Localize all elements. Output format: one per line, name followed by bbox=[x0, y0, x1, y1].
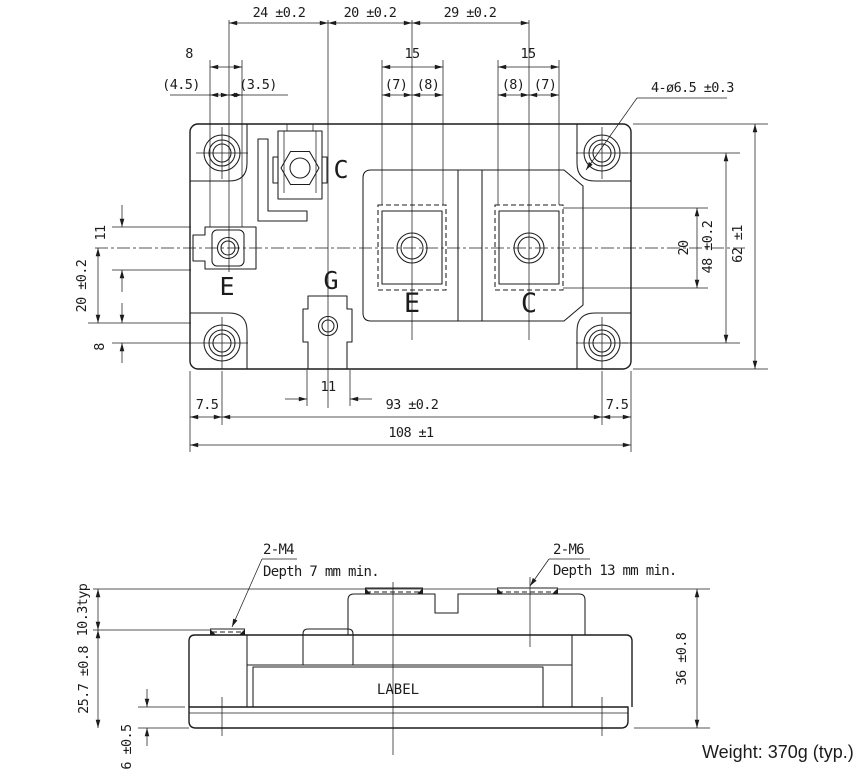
label-gate: G bbox=[323, 266, 338, 295]
dim-tab-8: 8 bbox=[185, 46, 193, 62]
terminal-platform bbox=[362, 169, 584, 322]
dim-terminal-20: 20 bbox=[676, 240, 692, 256]
dim-gate-11: 11 bbox=[320, 379, 336, 395]
dim-c-split-8: (8) bbox=[502, 77, 525, 93]
m4-terminal bbox=[210, 628, 245, 635]
dim-step-10-3: 10.3typ bbox=[75, 583, 91, 636]
dim-e-split-7: (7) bbox=[385, 77, 408, 93]
dim-pitch-20: 20 ±0.2 bbox=[344, 5, 397, 21]
m4-callout-title: 2-M4 bbox=[263, 542, 294, 558]
dim-left-11: 11 bbox=[93, 225, 109, 241]
dim-bottom-7-5-left: 7.5 bbox=[196, 397, 219, 413]
mounting-hole-top-right bbox=[576, 127, 628, 179]
side-dimension-lines bbox=[95, 588, 700, 746]
side-extension-lines bbox=[93, 588, 710, 729]
dim-bottom-7-5-right: 7.5 bbox=[606, 397, 629, 413]
dim-case-25-7: 25.7 ±0.8 bbox=[76, 646, 92, 714]
m6-terminal-left bbox=[365, 587, 423, 594]
dim-width-108: 108 ±1 bbox=[388, 425, 434, 441]
m6-callout-depth: Depth 13 mm min. bbox=[553, 563, 677, 579]
dim-left-20: 20 ±0.2 bbox=[74, 260, 90, 313]
dim-tab-3-5: (3.5) bbox=[239, 77, 277, 93]
dim-pitch-24: 24 ±0.2 bbox=[253, 5, 306, 21]
dim-baseplate-6: 6 ±0.5 bbox=[119, 724, 135, 770]
baseplate bbox=[188, 706, 629, 729]
dim-c-width-15: 15 bbox=[520, 46, 536, 62]
mounting-hole-bottom-right bbox=[576, 317, 628, 369]
dim-hole-pitch-93: 93 ±0.2 bbox=[386, 397, 439, 413]
m6-callout: 2-M6 Depth 13 mm min. bbox=[529, 542, 677, 587]
aux-emitter-terminal bbox=[192, 226, 257, 270]
dim-tab-4-5: (4.5) bbox=[162, 77, 200, 93]
label-aux-collector: C bbox=[333, 155, 348, 184]
dim-height-36: 36 ±0.8 bbox=[674, 632, 690, 685]
dim-c-split-7: (7) bbox=[534, 77, 557, 93]
case-label-text: LABEL bbox=[377, 682, 419, 698]
case-outline bbox=[188, 593, 633, 708]
label-collector: C bbox=[521, 288, 537, 319]
terminal-platform-profile bbox=[347, 593, 586, 635]
side-centerlines bbox=[221, 577, 603, 755]
top-view: 24 ±0.2 20 ±0.2 29 ±0.2 8 (4.5) (3.5) 15… bbox=[74, 5, 768, 452]
m6-callout-title: 2-M6 bbox=[553, 542, 584, 558]
gate-terminal bbox=[302, 295, 353, 370]
m6-terminal-right bbox=[497, 587, 558, 594]
label-emitter: E bbox=[404, 288, 420, 319]
mounting-hole-bottom-left bbox=[196, 317, 248, 369]
m4-callout-depth: Depth 7 mm min. bbox=[263, 564, 379, 580]
m4-callout: 2-M4 Depth 7 mm min. bbox=[231, 542, 380, 628]
dim-e-width-15: 15 bbox=[404, 46, 420, 62]
gate-connector-block bbox=[302, 628, 354, 665]
dim-hole-pitch-48: 48 ±0.2 bbox=[700, 221, 716, 274]
side-view: 2-M4 Depth 7 mm min. 2-M6 Depth 13 mm mi… bbox=[75, 542, 710, 770]
dim-pitch-29: 29 ±0.2 bbox=[444, 5, 497, 21]
dim-left-8: 8 bbox=[92, 343, 108, 351]
aux-collector-terminal bbox=[257, 124, 328, 222]
l-shaped-trace bbox=[257, 138, 308, 222]
dim-height-62: 62 ±1 bbox=[730, 225, 746, 263]
weight-note: Weight: 370g (typ.) bbox=[702, 742, 854, 762]
dim-mounting-holes: 4-ø6.5 ±0.3 bbox=[651, 80, 734, 96]
dimension-lines bbox=[95, 20, 758, 448]
mounting-hole-top-left bbox=[196, 127, 248, 179]
dim-e-split-8: (8) bbox=[417, 77, 440, 93]
mounting-holes bbox=[196, 127, 628, 369]
label-aux-emitter: E bbox=[219, 272, 234, 301]
